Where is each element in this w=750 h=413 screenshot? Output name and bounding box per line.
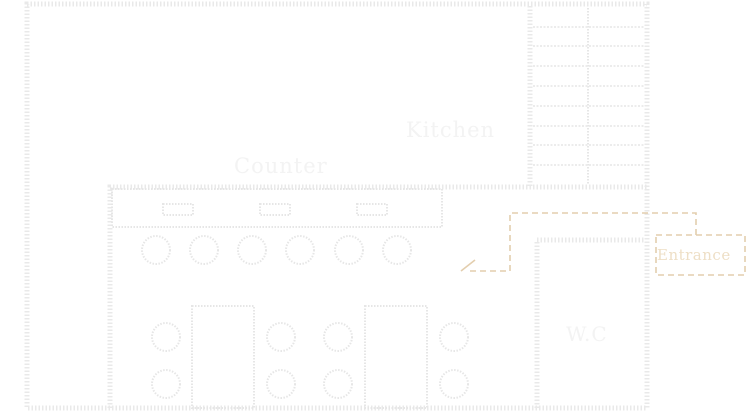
counter-stool [189, 235, 219, 265]
counter-stool [285, 235, 315, 265]
table-chair [439, 369, 469, 399]
table-chair [266, 322, 296, 352]
kitchen-shelving [533, 8, 644, 185]
counter-stool [334, 235, 364, 265]
wc-label: W.C [566, 322, 608, 346]
counter-stool [237, 235, 267, 265]
entrance-route-arrow [460, 259, 476, 272]
entrance-box [655, 234, 746, 276]
counter-stool [382, 235, 412, 265]
service-counter [111, 188, 443, 228]
dining-table [364, 305, 428, 409]
table-chair [323, 322, 353, 352]
counter-stool [141, 235, 171, 265]
dining-area-wall [107, 184, 647, 408]
counter-fixture [162, 203, 194, 216]
counter-label: Counter [234, 154, 328, 178]
outer-wall [24, 1, 650, 411]
table-chair [323, 369, 353, 399]
entrance-route [467, 212, 697, 272]
table-chair [151, 322, 181, 352]
table-chair [439, 322, 469, 352]
table-chair [266, 369, 296, 399]
entrance-label: Entrance [657, 246, 731, 264]
dining-table [191, 305, 255, 409]
counter-fixture [356, 203, 388, 216]
wc-wall [534, 237, 645, 408]
table-chair [151, 369, 181, 399]
counter-fixture [259, 203, 291, 216]
kitchen-label: Kitchen [406, 118, 496, 142]
